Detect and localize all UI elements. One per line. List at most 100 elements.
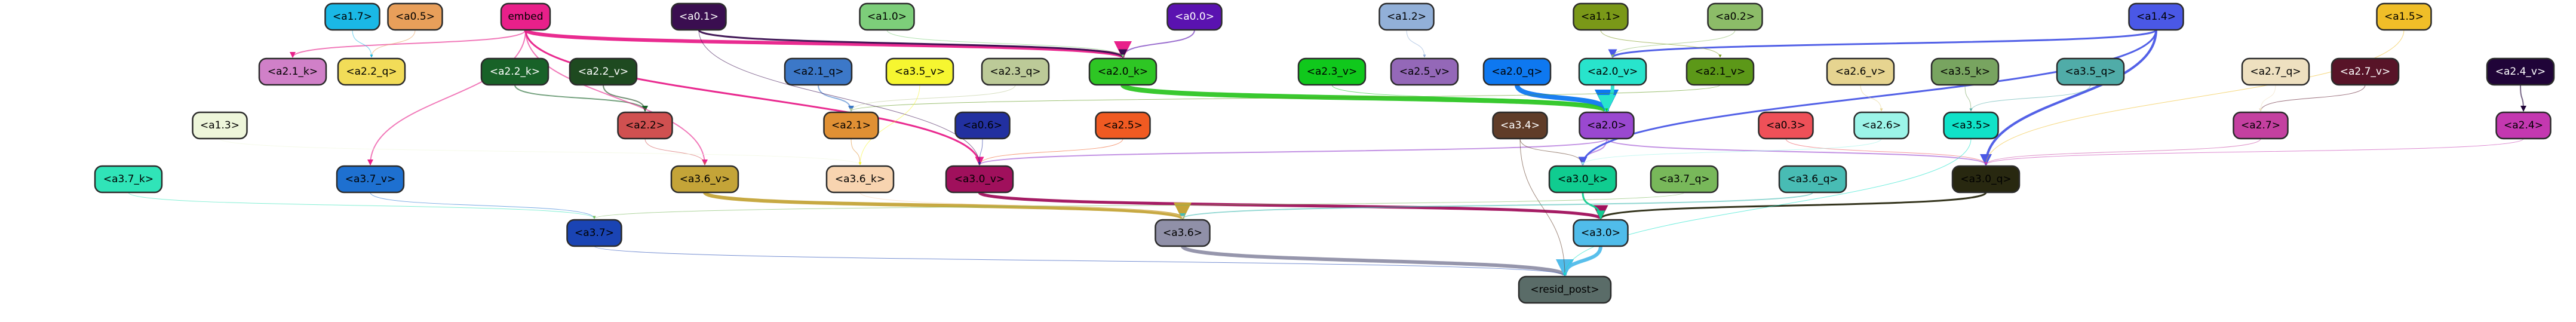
node-a0-5[interactable]: <a0.5> bbox=[387, 2, 443, 31]
edge-a3-5_v-to-a3-6_k bbox=[858, 84, 920, 165]
edge-a3-6_q-to-a3-6 bbox=[1180, 192, 1813, 219]
edge-a2-4_v-to-a2-4 bbox=[2520, 84, 2526, 112]
node-a3-0_v[interactable]: <a3.0_v> bbox=[945, 165, 1014, 194]
node-resid_post[interactable]: <resid_post> bbox=[1518, 275, 1612, 304]
node-a3-6_q[interactable]: <a3.6_q> bbox=[1778, 165, 1847, 194]
node-box bbox=[1573, 2, 1629, 31]
node-a2-7_q[interactable]: <a2.7_q> bbox=[2241, 57, 2310, 86]
node-a1-2[interactable]: <a1.2> bbox=[1378, 2, 1435, 31]
node-label: embed bbox=[508, 11, 543, 23]
node-embed[interactable]: embed bbox=[500, 2, 551, 31]
node-box bbox=[1951, 165, 2021, 194]
node-label: <a2.1_v> bbox=[1695, 66, 1746, 78]
node-box bbox=[784, 57, 853, 86]
node-label: <a2.6_v> bbox=[1835, 66, 1886, 78]
node-label: <a3.5_q> bbox=[2065, 66, 2116, 78]
node-a0-2[interactable]: <a0.2> bbox=[1707, 2, 1763, 31]
node-a3-4[interactable]: <a3.4> bbox=[1492, 111, 1548, 140]
edge-embed-to-a3-0_v bbox=[524, 29, 984, 166]
edge-a0-0-to-a2-0_k bbox=[1120, 29, 1195, 58]
node-a1-4[interactable]: <a1.4> bbox=[2128, 2, 2184, 31]
node-label: <a0.3> bbox=[1766, 119, 1806, 131]
node-a2-7_v[interactable]: <a2.7_v> bbox=[2331, 57, 2400, 86]
node-a2-7[interactable]: <a2.7> bbox=[2233, 111, 2289, 140]
node-box bbox=[1166, 2, 1223, 31]
node-a3-6_k[interactable]: <a3.6_k> bbox=[825, 165, 895, 194]
node-box bbox=[823, 111, 879, 140]
node-a2-3_q[interactable]: <a2.3_q> bbox=[981, 57, 1050, 86]
node-a2-2_q[interactable]: <a2.2_q> bbox=[337, 57, 406, 86]
node-a2-2_v[interactable]: <a2.2_v> bbox=[569, 57, 638, 86]
node-a3-7_k[interactable]: <a3.7_k> bbox=[94, 165, 163, 194]
node-a3-5_k[interactable]: <a3.5_k> bbox=[1930, 57, 2000, 86]
node-label: <a2.6> bbox=[1862, 119, 1901, 131]
node-a2-6[interactable]: <a2.6> bbox=[1853, 111, 1909, 140]
node-a1-0[interactable]: <a1.0> bbox=[859, 2, 915, 31]
node-a2-5_v[interactable]: <a2.5_v> bbox=[1390, 57, 1459, 86]
node-a3-7_v[interactable]: <a3.7_v> bbox=[336, 165, 405, 194]
node-a3-5_v[interactable]: <a3.5_v> bbox=[885, 57, 954, 86]
node-label: <a3.4> bbox=[1500, 119, 1540, 131]
node-a2-0_q[interactable]: <a2.0_q> bbox=[1482, 57, 1552, 86]
node-box bbox=[336, 165, 405, 194]
node-box bbox=[569, 57, 638, 86]
node-a2-1_q[interactable]: <a2.1_q> bbox=[784, 57, 853, 86]
node-a2-6_v[interactable]: <a2.6_v> bbox=[1826, 57, 1895, 86]
node-box bbox=[1930, 57, 2000, 86]
node-box bbox=[945, 165, 1014, 194]
node-a2-1_k[interactable]: <a2.1_k> bbox=[258, 57, 327, 86]
node-a2-4[interactable]: <a2.4> bbox=[2495, 111, 2552, 140]
node-a3-5[interactable]: <a3.5> bbox=[1943, 111, 1999, 140]
node-a2-0[interactable]: <a2.0> bbox=[1579, 111, 1635, 140]
node-a2-1[interactable]: <a2.1> bbox=[823, 111, 879, 140]
edge-a2-3_q-to-a2-1 bbox=[849, 84, 1016, 112]
node-a3-5_q[interactable]: <a3.5_q> bbox=[2056, 57, 2125, 86]
node-a2-4_v[interactable]: <a2.4_v> bbox=[2486, 57, 2555, 86]
edge-a2-6_v-to-a2-6 bbox=[1860, 84, 1883, 112]
node-a2-3_v[interactable]: <a2.3_v> bbox=[1297, 57, 1367, 86]
node-a1-7[interactable]: <a1.7> bbox=[324, 2, 380, 31]
node-a3-6_v[interactable]: <a3.6_v> bbox=[670, 165, 739, 194]
node-a2-1_v[interactable]: <a2.1_v> bbox=[1685, 57, 1755, 86]
node-box bbox=[1548, 165, 1617, 194]
node-a2-2_k[interactable]: <a2.2_k> bbox=[480, 57, 549, 86]
node-a0-1[interactable]: <a0.1> bbox=[671, 2, 727, 31]
edge-a1-1-to-a2-1_v bbox=[1600, 29, 1722, 58]
node-label: <a1.5> bbox=[2384, 11, 2424, 23]
node-label: <a2.7> bbox=[2241, 119, 2280, 131]
node-a0-3[interactable]: <a0.3> bbox=[1758, 111, 1814, 140]
edge-a2-1_v-to-a2-1 bbox=[849, 84, 1721, 112]
node-box bbox=[1943, 111, 1999, 140]
edge-embed-to-a2-0_k bbox=[524, 28, 1132, 59]
edge-a3-6-to-resid_post bbox=[1181, 244, 1574, 277]
node-a1-3[interactable]: <a1.3> bbox=[192, 111, 248, 140]
node-a3-0_q[interactable]: <a3.0_q> bbox=[1951, 165, 2021, 194]
node-a3-0_k[interactable]: <a3.0_k> bbox=[1548, 165, 1617, 194]
edge-a2-2_v-to-a2-2 bbox=[603, 84, 648, 112]
node-a0-0[interactable]: <a0.0> bbox=[1166, 2, 1223, 31]
edge-a1-2-to-a2-5_v bbox=[1406, 29, 1426, 58]
node-a2-0_v[interactable]: <a2.0_v> bbox=[1578, 57, 1647, 86]
node-a3-7_q[interactable]: <a3.7_q> bbox=[1650, 165, 1719, 194]
edge-a2-2_k-to-a2-2 bbox=[514, 84, 648, 112]
node-label: <a3.7> bbox=[575, 227, 614, 239]
node-box bbox=[1492, 111, 1548, 140]
edge-a2-1_q-to-a2-1 bbox=[818, 84, 854, 112]
node-a0-6[interactable]: <a0.6> bbox=[954, 111, 1011, 140]
node-a2-5[interactable]: <a2.5> bbox=[1095, 111, 1151, 140]
node-a1-1[interactable]: <a1.1> bbox=[1573, 2, 1629, 31]
node-label: <a3.7_q> bbox=[1659, 173, 1709, 185]
edge-a3-5_k-to-a3-5 bbox=[1964, 84, 1973, 112]
node-a2-0_k[interactable]: <a2.0_k> bbox=[1088, 57, 1157, 86]
node-label: <resid_post> bbox=[1530, 284, 1599, 296]
edge-a2-1-to-a3-6_k bbox=[851, 138, 862, 165]
node-a3-7[interactable]: <a3.7> bbox=[566, 219, 622, 247]
node-a3-0[interactable]: <a3.0> bbox=[1573, 219, 1629, 247]
node-a3-6[interactable]: <a3.6> bbox=[1155, 219, 1211, 247]
nodes-layer: <a1.7> <a0.5> embed <a0.1> <a1.0> <a0.0> <a1.2… bbox=[94, 2, 2555, 304]
node-a1-5[interactable]: <a1.5> bbox=[2376, 2, 2432, 31]
node-a2-2[interactable]: <a2.2> bbox=[617, 111, 673, 140]
node-label: <a1.2> bbox=[1387, 11, 1426, 23]
node-label: <a2.2> bbox=[625, 119, 665, 131]
node-label: <a1.7> bbox=[333, 11, 372, 23]
